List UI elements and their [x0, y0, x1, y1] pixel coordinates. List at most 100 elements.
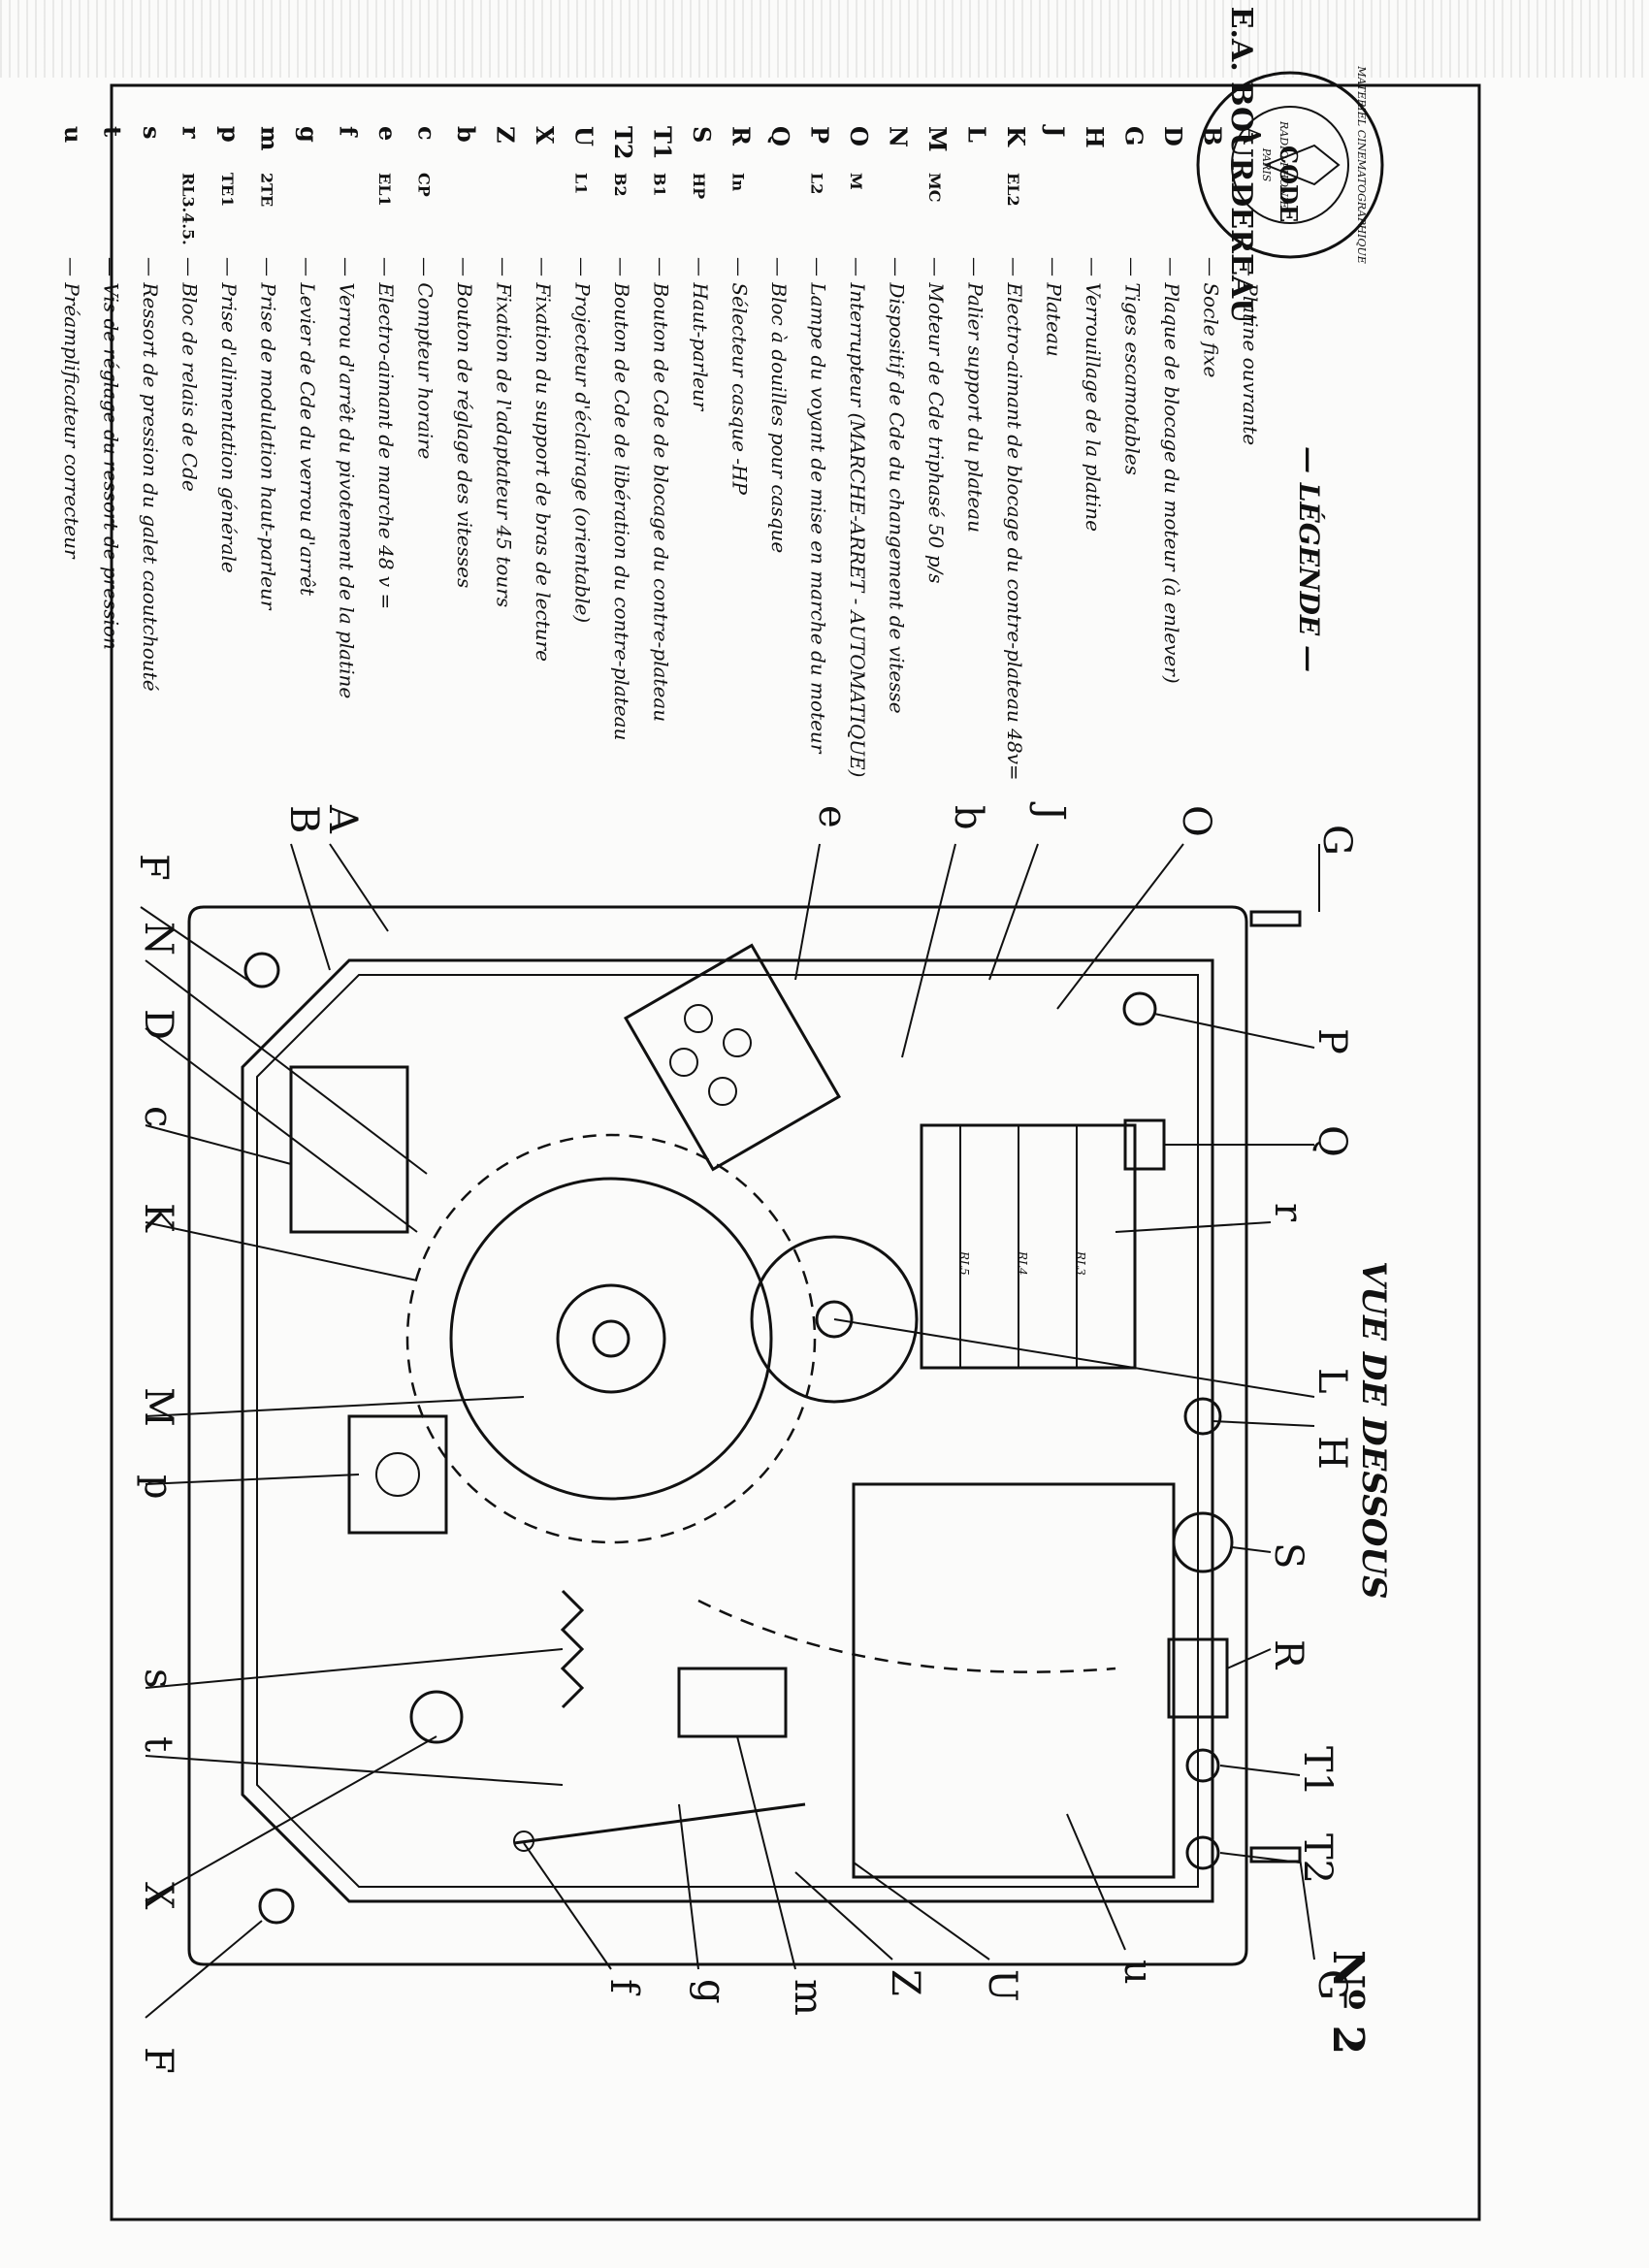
- callout-g: g: [689, 1979, 733, 2004]
- legend-row: R In — Sélecteur casque -HP: [728, 126, 756, 495]
- sheet-number-group: Nº 2: [1323, 1950, 1373, 2055]
- legend-row: MMC— Moteur de Cde triphasé 50 p/s: [923, 126, 952, 584]
- relay-block: [920, 1123, 1137, 1370]
- callout-H: H: [1310, 1436, 1354, 1470]
- legend-letter: b: [452, 126, 480, 143]
- legend-row: Z — Fixation de l'adaptateur 45 tours: [492, 126, 520, 607]
- callout-u: u: [1116, 1960, 1160, 1985]
- legend-letter: X: [531, 126, 559, 145]
- legend-letter: f: [335, 126, 363, 138]
- preamplifier-box: [852, 1482, 1176, 1879]
- legend-description: — Fixation de l'adaptateur 45 tours: [493, 257, 516, 607]
- legend-description: — Vis de réglage du ressort de pression: [100, 257, 123, 650]
- legend-code: CP: [415, 173, 434, 197]
- callout-b: b: [946, 805, 990, 830]
- legend-description: — Compteur horaire: [414, 257, 437, 459]
- callout-S: S: [1266, 1542, 1310, 1569]
- sheet-number: Nº 2: [1323, 1950, 1373, 2055]
- plateau-swept-circle: [405, 1133, 817, 1544]
- callout-O: O: [1174, 805, 1218, 837]
- legend-letter: Z: [492, 126, 520, 144]
- legend-letter: L: [963, 126, 991, 143]
- legend-code: MC: [925, 173, 944, 202]
- legend-letter: r: [178, 126, 206, 139]
- callout-labels: G O J b e A B F N D c K M p s t X F P Q …: [131, 801, 1359, 2074]
- callout-e: e: [810, 805, 855, 828]
- arm-swing-arc: [697, 1599, 1116, 1673]
- stamp-ring-text: MATERIEL CINEMATOGRAPHIQUE: [1355, 65, 1368, 263]
- fixing-hole-top: [243, 952, 280, 988]
- callout-G-top: G: [1314, 825, 1359, 856]
- callout-T1: T1: [1295, 1746, 1340, 1797]
- mechanism-drawing: RL3 RL4 RL5: [187, 905, 1302, 1966]
- legend-description: — Sélecteur casque -HP: [728, 257, 752, 495]
- legend-row: A— Platine ouvrante: [1238, 125, 1266, 445]
- legend-letter: H: [1081, 126, 1109, 148]
- legend-row: UL1— Projecteur d'éclairage (orientable): [570, 126, 598, 623]
- legend-description: — Plaque de blocage du moteur (à enlever…: [1160, 257, 1183, 684]
- callout-F-top: F: [131, 854, 176, 881]
- legend-letter: R: [728, 126, 756, 146]
- platine-outline: [241, 958, 1214, 1903]
- legend-description: — Electro-aimant de marche 48 v =: [374, 257, 398, 609]
- callout-N: N: [136, 922, 180, 956]
- legend-description: — Plateau: [1043, 257, 1066, 357]
- callout-lines: [140, 843, 1320, 2019]
- legend-letter: Q: [766, 126, 794, 146]
- callout-T2: T2: [1295, 1833, 1340, 1884]
- callout-Q: Q: [1310, 1125, 1354, 1157]
- callout-D: D: [136, 1009, 180, 1040]
- callout-J: J: [1028, 801, 1073, 821]
- legend-description: — Verrouillage de la platine: [1082, 257, 1105, 532]
- platine-inner-outline: [256, 974, 1199, 1888]
- legend-letter: O: [845, 126, 873, 146]
- legend-description: — Electro-aimant de blocage du contre-pl…: [1003, 257, 1026, 781]
- legend-code: B1: [651, 173, 669, 197]
- callout-L: L: [1310, 1368, 1354, 1394]
- legend-row: H — Verrouillage de la platine: [1081, 126, 1109, 532]
- legend-row: L— Palier support du plateau: [963, 126, 991, 533]
- callout-P: P: [1310, 1028, 1354, 1054]
- legend-letter: K: [1002, 126, 1030, 147]
- callout-t: t: [136, 1736, 180, 1752]
- legend-letter: p: [216, 126, 244, 143]
- legend-letter: c: [413, 126, 441, 141]
- view-title-group: VUE DE DESSOUS: [1354, 1261, 1393, 1600]
- legend-code: HP: [690, 173, 708, 199]
- headphone-block: [1123, 1118, 1166, 1171]
- callout-c: c: [136, 1106, 180, 1127]
- legend-letter: T2: [609, 126, 637, 160]
- legend-letter: A: [1238, 125, 1266, 145]
- callout-r: r: [1266, 1203, 1310, 1222]
- legend-code: L2: [808, 173, 826, 194]
- legend-row: g— Levier de Cde du verrou d'arrêt: [295, 126, 323, 597]
- legend-description: — Prise de modulation haut-parleur: [257, 257, 280, 611]
- callout-G-bottom: G: [1310, 1969, 1354, 2000]
- legend-row: f— Verrou d'arrêt du pivotement de la pl…: [335, 126, 363, 698]
- callout-p: p: [136, 1474, 180, 1500]
- legend-row: cCP — Compteur horaire: [413, 126, 441, 459]
- callout-Z: Z: [883, 1969, 927, 1996]
- legend-code: In: [729, 173, 748, 191]
- legend-row: D— Plaque de blocage du moteur (à enleve…: [1159, 126, 1187, 684]
- legend-row: B— Socle fixe: [1199, 126, 1227, 377]
- manufacturer-stamp: E.A. BOURDEREAU MATERIEL CINEMATOGRAPHIQ…: [1196, 7, 1384, 323]
- socket-block: [623, 943, 842, 1172]
- legend-description: — Interrupteur (MARCHE-ARRET - AUTOMATIQ…: [846, 257, 869, 777]
- legend-letter: P: [806, 126, 834, 144]
- stamp-city: PARIS: [1260, 147, 1273, 182]
- legend-row: Q — Bloc à douilles pour casque: [766, 126, 794, 553]
- legend-code: EL2: [1004, 173, 1022, 207]
- legend-description: — Bloc à douilles pour casque: [767, 257, 791, 553]
- legend-row: SHP— Haut-parleur: [688, 126, 716, 412]
- button-t2: [1185, 1835, 1220, 1870]
- plateau-hub: [556, 1283, 666, 1394]
- legend-letter: M: [923, 126, 952, 152]
- legend-letter: T1: [649, 126, 677, 160]
- legend-description: — Ressort de pression du galet caoutchou…: [139, 257, 162, 692]
